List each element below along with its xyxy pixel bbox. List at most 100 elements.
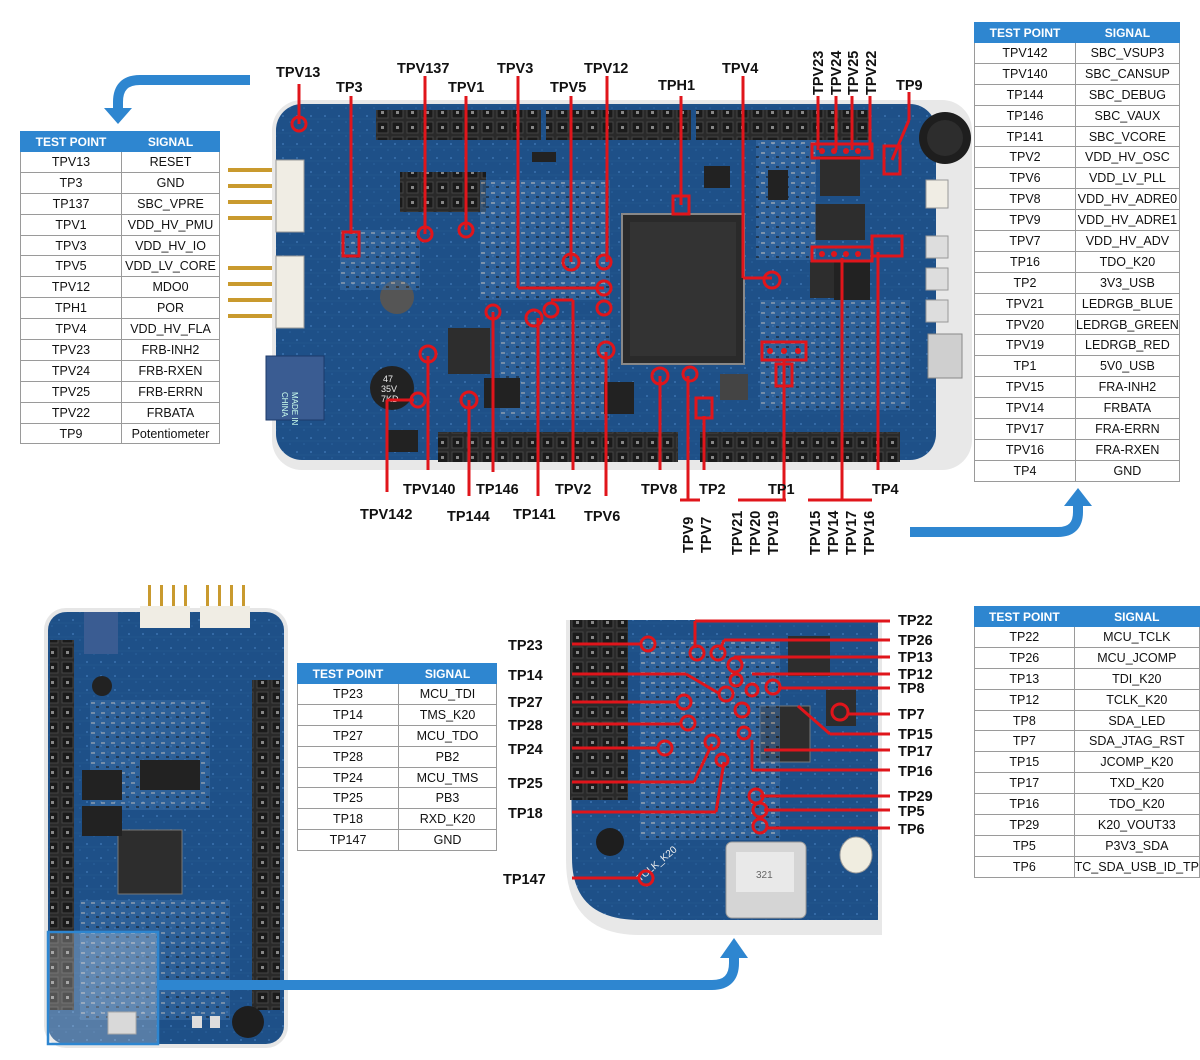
signal-cell: VDD_HV_ADV <box>1075 230 1180 252</box>
label-tph1: TPH1 <box>658 78 695 94</box>
label-tp25: TP25 <box>508 776 543 792</box>
test-point-cell: TP26 <box>974 646 1075 669</box>
test-point-cell: TPV17 <box>974 418 1076 440</box>
test-point-cell: TP1 <box>974 355 1076 378</box>
label-tpv13: TPV13 <box>276 65 320 81</box>
zoom-view: 321 TCLK_K20 <box>566 620 882 935</box>
label-tp8: TP8 <box>898 681 925 697</box>
signal-cell: 3V3_USB <box>1075 271 1180 294</box>
label-tp26: TP26 <box>898 633 933 649</box>
signal-cell: SBC_DEBUG <box>1075 83 1180 106</box>
label-tp9: TP9 <box>896 78 923 94</box>
label-tpv20: TPV20 <box>748 511 764 555</box>
label-tp22: TP22 <box>898 613 933 629</box>
label-tpv7: TPV7 <box>699 517 715 553</box>
signal-cell: VDD_HV_FLA <box>121 318 220 341</box>
test-point-cell: TPV140 <box>974 62 1076 85</box>
signal-cell: FRB-RXEN <box>121 359 220 382</box>
test-point-cell: TPV142 <box>974 42 1076 64</box>
signal-cell: RXD_K20 <box>398 808 497 831</box>
signal-cell: MCU_TDI <box>398 683 497 705</box>
label-tp13: TP13 <box>898 650 933 666</box>
label-tp16: TP16 <box>898 764 933 780</box>
signal-cell: Potentiometer <box>121 422 220 445</box>
label-tp4: TP4 <box>872 482 899 498</box>
label-tpv19: TPV19 <box>766 511 782 555</box>
col-signal: SIGNAL <box>121 131 220 152</box>
label-tpv3: TPV3 <box>497 61 533 77</box>
signal-cell: VDD_HV_PMU <box>121 213 220 236</box>
signal-cell: LEDRGB_RED <box>1075 334 1180 357</box>
label-tpv23: TPV23 <box>811 51 827 95</box>
signal-cell: PB2 <box>398 745 497 768</box>
test-point-cell: TPH1 <box>20 297 122 320</box>
signal-cell: MDO0 <box>121 276 220 299</box>
signal-cell: K20_VOUT33 <box>1073 814 1200 836</box>
col-test-point: TEST POINT <box>974 606 1075 627</box>
signal-cell: LEDRGB_GREEN <box>1075 313 1180 336</box>
label-tpv15: TPV15 <box>808 511 824 555</box>
label-tpv9: TPV9 <box>681 517 697 553</box>
label-tpv142: TPV142 <box>360 507 412 523</box>
usb-code: 321 <box>756 870 773 881</box>
test-point-cell: TP146 <box>974 104 1076 127</box>
signal-cell: SBC_VPRE <box>121 192 220 215</box>
test-point-cell: TPV4 <box>20 318 122 341</box>
label-tpv16: TPV16 <box>862 511 878 555</box>
col-signal: SIGNAL <box>1073 606 1200 627</box>
test-point-cell: TPV19 <box>974 334 1076 357</box>
signal-cell: POR <box>121 297 220 320</box>
label-tpv8: TPV8 <box>641 482 677 498</box>
cap-voltage: 35V <box>381 384 397 394</box>
top-board: MADE IN CHINA 47 35V 7KD <box>228 100 972 470</box>
test-point-cell: TPV25 <box>20 380 122 403</box>
zoom-labels-left: TP23 TP14 TP27 TP28 TP24 TP25 TP18 TP147 <box>503 638 546 888</box>
signal-cell: VDD_HV_ADRE1 <box>1075 209 1180 232</box>
arrow-to-right-table <box>910 488 1092 537</box>
arrow-to-zoom <box>158 938 748 990</box>
test-point-cell: TPV22 <box>20 401 122 424</box>
test-point-cell: TPV21 <box>974 292 1076 315</box>
bottom-left-board <box>44 585 288 1048</box>
test-point-cell: TPV14 <box>974 397 1076 420</box>
signal-cell: GND <box>1075 459 1180 482</box>
label-tpv25: TPV25 <box>846 51 862 95</box>
test-point-cell: TPV12 <box>20 276 122 299</box>
label-tp3: TP3 <box>336 80 363 96</box>
signal-cell: TDO_K20 <box>1073 793 1200 816</box>
label-tp18: TP18 <box>508 806 543 822</box>
test-point-cell: TP17 <box>974 772 1075 795</box>
label-tp12: TP12 <box>898 667 933 683</box>
signal-cell: VDD_LV_CORE <box>121 255 220 278</box>
signal-cell: FRA-ERRN <box>1075 418 1180 440</box>
top-marker-dots <box>767 148 861 354</box>
label-tp14: TP14 <box>508 668 543 684</box>
test-point-cell: TP4 <box>974 459 1076 482</box>
label-tp144: TP144 <box>447 509 490 525</box>
signal-cell: SBC_VAUX <box>1075 104 1180 127</box>
test-point-cell: TP2 <box>974 271 1076 294</box>
label-tp2: TP2 <box>699 482 726 498</box>
